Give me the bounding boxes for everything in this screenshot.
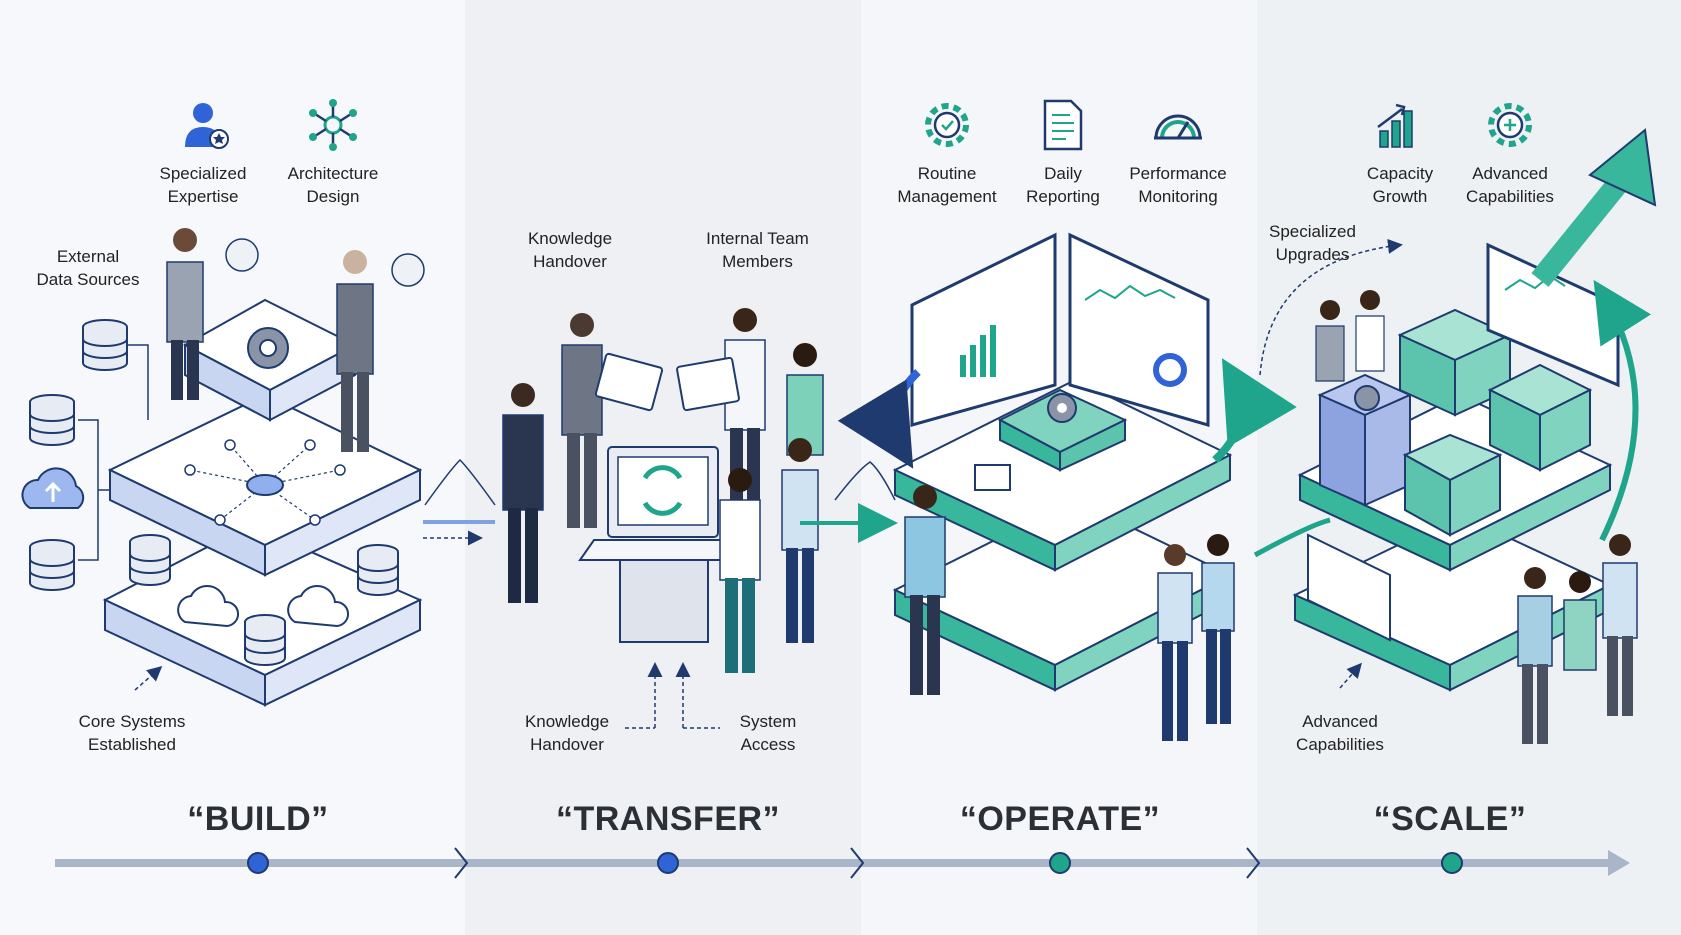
operate-to-scale-arrow	[1253, 517, 1331, 558]
expert-user-icon	[185, 103, 229, 149]
laptop-icon	[974, 464, 1011, 491]
gauge-icon	[1154, 114, 1202, 140]
label-specialized-expertise: Specialized Expertise	[159, 164, 247, 206]
cloud-icons	[177, 585, 349, 628]
phase-title-operate: “OPERATE”	[959, 800, 1161, 838]
operate-team	[904, 464, 1235, 741]
label-knowledge-handover-top: Knowledge Handover	[527, 229, 613, 271]
report-document-icon	[1043, 99, 1083, 151]
label-capacity-growth: Capacity Growth	[1366, 164, 1434, 206]
core-systems-pointer	[134, 666, 163, 691]
scale-panel-screen	[1307, 533, 1391, 642]
timeline-dot-build[interactable]	[247, 852, 269, 874]
phase-title-build: “BUILD”	[187, 800, 329, 838]
label-performance-monitoring: Performance Monitoring	[1129, 164, 1227, 206]
user-avatar-icon	[391, 253, 425, 287]
database-cylinders	[129, 534, 399, 666]
architecture-block	[182, 298, 358, 422]
bar-growth-icon	[1377, 103, 1413, 148]
network-nodes-icon	[309, 99, 357, 151]
scale-loop-arrow	[1593, 279, 1652, 542]
timeline-dot-operate[interactable]	[1049, 852, 1071, 874]
source-connector-top	[128, 344, 149, 420]
user-avatar-icon	[225, 238, 259, 272]
cycle-arrows	[837, 358, 1297, 469]
scale-team	[1315, 290, 1638, 744]
timeline-dot-transfer[interactable]	[657, 852, 679, 874]
label-specialized-upgrades: Specialized Upgrades	[1269, 222, 1356, 264]
gear-icon	[925, 103, 969, 147]
label-core-systems: Core Systems Established	[78, 712, 186, 754]
upgrades-pointer	[1259, 238, 1403, 376]
advanced-pointer	[1339, 662, 1362, 689]
dashboard-screens	[910, 232, 1210, 427]
tablet-icon	[594, 352, 664, 412]
core-systems-platform	[102, 523, 423, 707]
tablet-icon	[676, 356, 740, 412]
label-routine-management: Routine Management	[897, 164, 997, 206]
transfer-team	[502, 308, 824, 673]
label-architecture-design: Architecture Design	[287, 164, 379, 206]
timeline-dot-scale[interactable]	[1441, 852, 1463, 874]
timeline	[55, 847, 1630, 879]
growth-arrow	[1531, 128, 1657, 287]
label-advanced-capabilities-top: Advanced Capabilities	[1466, 164, 1554, 206]
advanced-gear-icon	[1488, 103, 1532, 147]
label-internal-team-members: Internal Team Members	[706, 229, 809, 271]
phase-title-transfer: “TRANSFER”	[555, 800, 781, 838]
label-external-data-sources: External Data Sources	[36, 247, 140, 289]
phase-title-scale: “SCALE”	[1373, 800, 1527, 838]
label-advanced-capabilities-bottom: Advanced Capabilities	[1296, 712, 1384, 754]
source-connector	[78, 419, 110, 561]
label-daily-reporting: Daily Reporting	[1026, 164, 1100, 206]
build-team	[166, 228, 425, 452]
label-knowledge-handover-bottom: Knowledge Handover	[524, 712, 610, 754]
transfer-kiosk	[578, 446, 752, 643]
scale-cubes	[1317, 308, 1593, 537]
cloud-upload-icon	[21, 467, 85, 509]
bridge-connector	[423, 458, 496, 546]
external-databases	[29, 319, 128, 591]
label-system-access: System Access	[739, 712, 797, 754]
